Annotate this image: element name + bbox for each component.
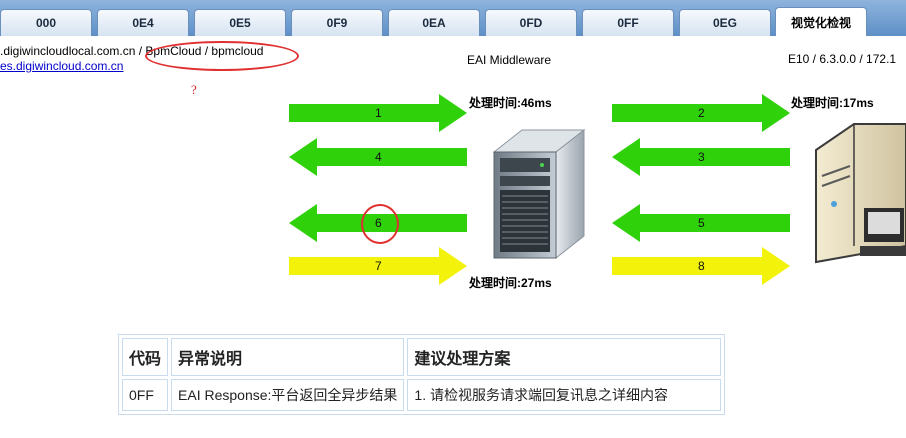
tab-0e5[interactable]: 0E5 — [194, 9, 286, 36]
arrow-7-right[interactable]: 7 — [289, 247, 467, 290]
arrow-2-right[interactable]: 2 — [612, 94, 790, 137]
arrow-right-icon — [612, 247, 790, 285]
tab-visual-view[interactable]: 视觉化检视 — [775, 7, 867, 36]
erp-label: E10 / 6.3.0.0 / 172.1 — [788, 52, 897, 66]
arrow-number: 5 — [698, 216, 705, 230]
arrow-number: 2 — [698, 106, 705, 120]
arrow-number: 4 — [375, 150, 382, 164]
header-suggestion: 建议处理方案 — [407, 338, 722, 376]
tab-0fd[interactable]: 0FD — [485, 9, 577, 36]
table-row: 0FF EAI Response:平台返回全异步结果 1. 请检视服务请求端回复… — [122, 379, 722, 411]
highlight-circle-host — [145, 41, 299, 71]
arrow-right-icon — [612, 94, 790, 132]
tab-0e4[interactable]: 0E4 — [97, 9, 189, 36]
tab-0f9[interactable]: 0F9 — [291, 9, 383, 36]
arrow-number: 7 — [375, 259, 382, 273]
arrow-8-right[interactable]: 8 — [612, 247, 790, 290]
error-table: 代码 异常说明 建议处理方案 0FF EAI Response:平台返回全异步结… — [118, 334, 726, 415]
header-description: 异常说明 — [171, 338, 405, 376]
cell-description: EAI Response:平台返回全异步结果 — [171, 379, 405, 411]
tab-0ea[interactable]: 0EA — [388, 9, 480, 36]
cell-suggestion: 1. 请检视服务请求端回复讯息之详细内容 — [407, 379, 722, 411]
processing-time-middleware: 处理时间:46ms — [469, 96, 552, 110]
tab-0ff[interactable]: 0FF — [582, 9, 674, 36]
arrow-3-left[interactable]: 3 — [612, 138, 790, 181]
table-header-row: 代码 异常说明 建议处理方案 — [122, 338, 722, 376]
arrow-right-icon — [289, 247, 467, 285]
arrow-1-right[interactable]: 1 — [289, 94, 467, 137]
arrow-left-icon — [289, 138, 467, 176]
arrow-5-left[interactable]: 5 — [612, 204, 790, 247]
arrow-number: 3 — [698, 150, 705, 164]
tab-0eg[interactable]: 0EG — [679, 9, 771, 36]
arrow-right-icon — [289, 94, 467, 132]
highlight-circle-arrow-6 — [361, 204, 399, 244]
arrow-4-left[interactable]: 4 — [289, 138, 467, 181]
question-mark: ? — [191, 82, 197, 97]
header-code: 代码 — [122, 338, 169, 376]
arrow-left-icon — [612, 138, 790, 176]
processing-time-erp: 处理时间:17ms — [791, 96, 874, 110]
service-link[interactable]: es.digiwincloud.com.cn — [0, 59, 124, 73]
erp-computer-icon — [815, 123, 906, 264]
tab-000[interactable]: 000 — [0, 9, 92, 36]
tab-bar: 000 0E4 0E5 0F9 0EA 0FD 0FF 0EG 视觉化检视 — [0, 0, 906, 36]
arrow-left-icon — [612, 204, 790, 242]
arrow-number: 1 — [375, 106, 382, 120]
cell-code: 0FF — [122, 379, 169, 411]
processing-time-return: 处理时间:27ms — [469, 276, 552, 290]
arrow-number: 8 — [698, 259, 705, 273]
middleware-label: EAI Middleware — [467, 53, 552, 67]
server-tower-icon — [492, 128, 586, 260]
